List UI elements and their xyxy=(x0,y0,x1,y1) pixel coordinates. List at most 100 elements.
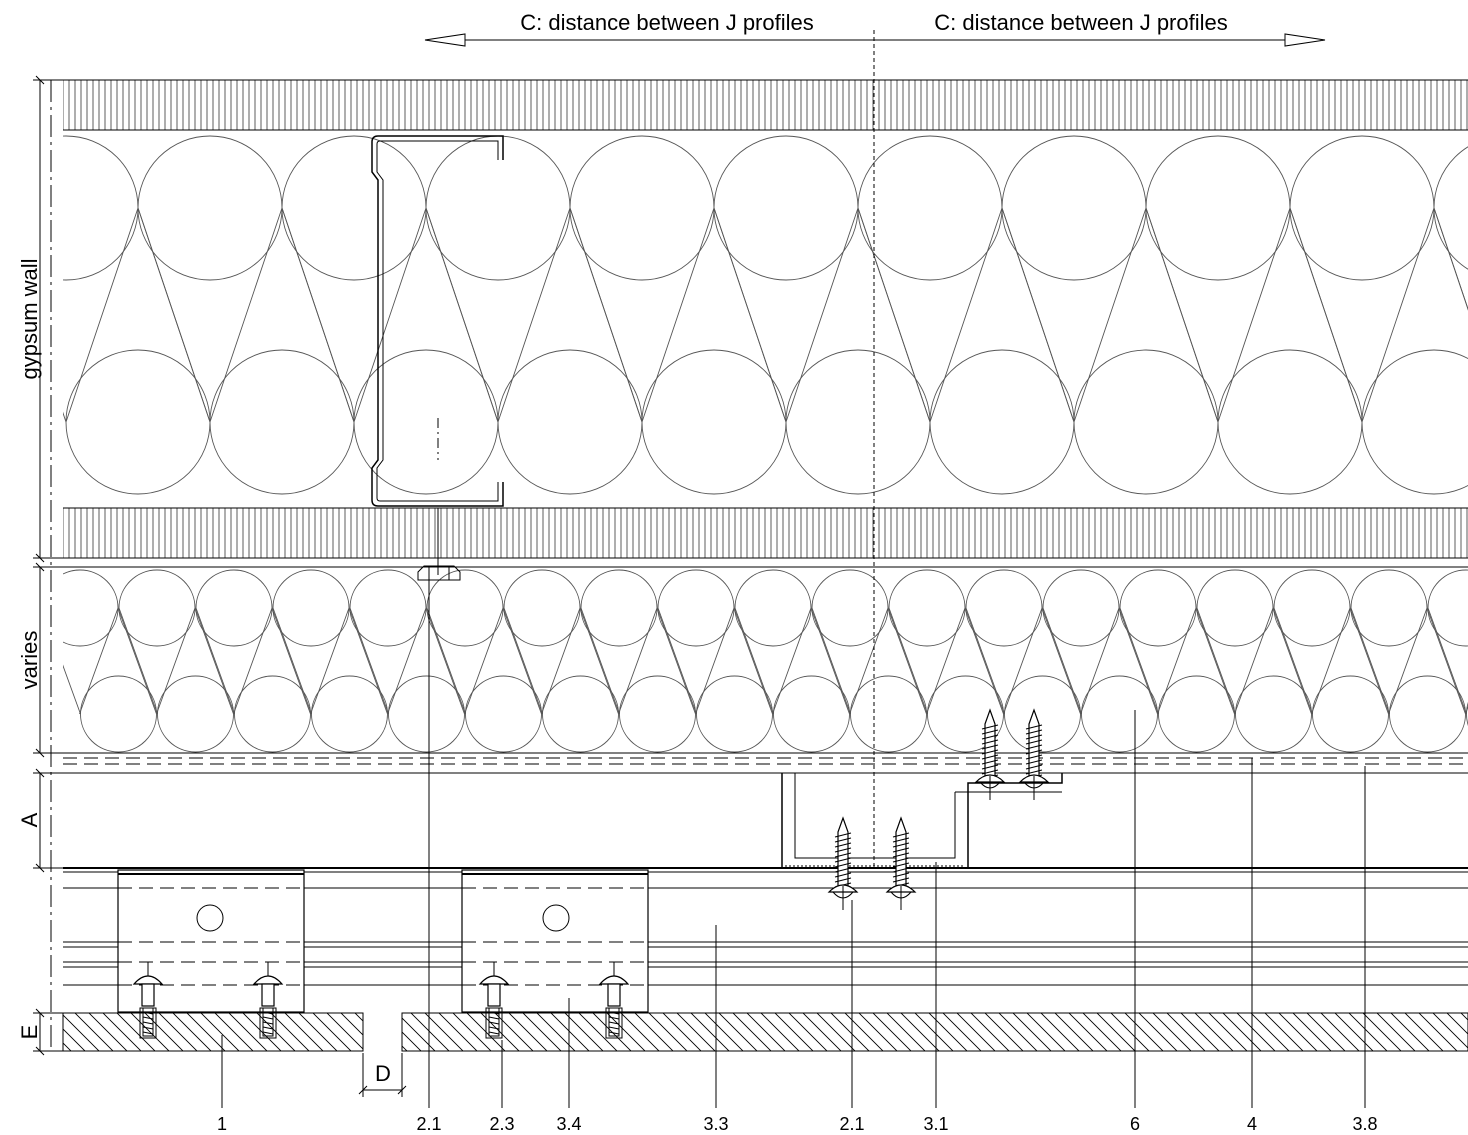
dimension-varies: varies xyxy=(17,631,42,690)
varies-insulation-loop-top xyxy=(734,569,812,647)
dimension-d: D xyxy=(375,1061,391,1086)
varies-insulation-loop-bottom xyxy=(157,675,234,753)
varies-insulation-loop-bottom xyxy=(311,675,388,753)
dimension-gypsum-wall: gypsum wall xyxy=(17,258,42,379)
wall-insulation-loop-bottom xyxy=(353,349,499,495)
varies-insulation-loop-link xyxy=(811,607,927,715)
varies-insulation-loop-top xyxy=(965,569,1043,647)
wall-insulation-loop-top xyxy=(1001,135,1147,281)
callout-4: 4 xyxy=(1247,1114,1257,1134)
varies-insulation-loop-top xyxy=(118,569,196,647)
wall-insulation-loop-bottom xyxy=(785,349,931,495)
fasteners xyxy=(132,708,1050,1039)
varies-insulation-loop-top xyxy=(503,569,581,647)
dimension-a: A xyxy=(17,812,42,827)
varies-insulation-loop-top xyxy=(657,569,735,647)
varies-insulation-loop-link xyxy=(657,607,773,715)
varies-insulation-loop-link xyxy=(1042,607,1158,715)
varies-insulation-loop-top xyxy=(195,569,273,647)
wall-insulation-loop-link xyxy=(1001,207,1219,423)
varies-layer xyxy=(63,566,1468,774)
wall-insulation-loop-link xyxy=(713,207,931,423)
varies-insulation-loop-bottom xyxy=(696,675,773,753)
wall-insulation-loop-top xyxy=(281,135,427,281)
panel-screw xyxy=(598,962,630,1039)
varies-insulation-loop-link xyxy=(349,607,465,715)
varies-insulation-loop-link xyxy=(195,607,311,715)
varies-insulation-loop-link xyxy=(1427,607,1468,715)
u-profile-bracket xyxy=(781,773,1063,869)
wall-insulation-loop-link xyxy=(1433,207,1468,311)
varies-insulation-loop-bottom xyxy=(234,675,311,753)
dimension-c-right: C: distance between J profiles xyxy=(934,10,1228,35)
callout-3-4: 3.4 xyxy=(556,1114,581,1134)
varies-insulation-loop-link xyxy=(426,607,542,715)
panel-screw xyxy=(132,962,164,1039)
wall-insulation-loop-bottom xyxy=(1217,349,1363,495)
varies-insulation-loop-top xyxy=(811,569,889,647)
callout-3-1: 3.1 xyxy=(923,1114,948,1134)
varies-insulation-loop-link xyxy=(734,607,850,715)
varies-insulation-loop-top xyxy=(1196,569,1274,647)
wall-insulation-loop-link xyxy=(569,207,787,423)
facade-panel-left xyxy=(62,1012,364,1052)
varies-insulation-loop-link xyxy=(272,607,388,715)
wall-insulation-loop-bottom xyxy=(209,349,355,495)
varies-insulation-loop-link xyxy=(1119,607,1235,715)
leader-lines xyxy=(221,418,1366,1108)
varies-insulation-loop-top xyxy=(1427,569,1468,647)
wall-insulation-loop-top xyxy=(63,135,139,281)
wall-insulation-loop-top xyxy=(1289,135,1435,281)
wall-insulation-loop-link xyxy=(425,207,643,423)
left-dimension-lines xyxy=(33,75,63,1056)
wall-insulation-loop-bottom xyxy=(497,349,643,495)
dimension-c-left: C: distance between J profiles xyxy=(520,10,814,35)
varies-insulation-loop-bottom xyxy=(80,675,157,753)
callout-labels: 1 2.1 2.3 3.4 3.3 2.1 3.1 6 4 3.8 xyxy=(217,1114,1378,1134)
varies-insulation-loop-link xyxy=(965,607,1081,715)
callout-2-1-right: 2.1 xyxy=(839,1114,864,1134)
wall-insulation-loop-top xyxy=(137,135,283,281)
wall-insulation-loop-link xyxy=(857,207,1075,423)
varies-insulation-loop-top xyxy=(888,569,966,647)
wall-insulation-loop-top xyxy=(713,135,859,281)
wall-insulation-loop-bottom xyxy=(65,349,211,495)
self-drilling-screw xyxy=(974,708,1006,800)
varies-insulation-loop-link xyxy=(503,607,619,715)
anchor-bolt xyxy=(417,565,461,581)
wall-insulation-loop-bottom xyxy=(1361,349,1468,495)
wall-insulation-loop-top xyxy=(1145,135,1291,281)
varies-insulation-loop-bottom xyxy=(1081,675,1158,753)
gap-dimension xyxy=(358,1053,407,1097)
varies-insulation-loop-top xyxy=(349,569,427,647)
varies-insulation-loop-bottom xyxy=(1312,675,1389,753)
varies-insulation-loop-top xyxy=(272,569,350,647)
varies-insulation-loop-link xyxy=(63,607,157,715)
varies-insulation-loop-bottom xyxy=(773,675,850,753)
varies-insulation-loop-bottom xyxy=(619,675,696,753)
varies-insulation-loop-top xyxy=(1273,569,1351,647)
self-drilling-screw xyxy=(885,816,917,910)
callout-1: 1 xyxy=(217,1114,227,1134)
varies-insulation-loop-top xyxy=(1350,569,1428,647)
wall-insulation-loop-link xyxy=(281,207,499,423)
wall-insulation-loop-bottom xyxy=(929,349,1075,495)
self-drilling-screw xyxy=(1018,708,1050,800)
wall-insulation xyxy=(63,135,1468,495)
varies-insulation-loop-top xyxy=(580,569,658,647)
wall-insulation-loop-bottom xyxy=(641,349,787,495)
varies-insulation-loop-bottom xyxy=(465,675,542,753)
varies-insulation-loop-bottom xyxy=(388,675,465,753)
varies-insulation-loop-link xyxy=(118,607,234,715)
dimension-e: E xyxy=(17,1025,42,1040)
facade-panel-right xyxy=(401,1012,1468,1052)
varies-insulation-loop-bottom xyxy=(850,675,927,753)
wall-insulation-loop-top xyxy=(857,135,1003,281)
gypsum-board-top xyxy=(63,79,1468,131)
callout-6: 6 xyxy=(1130,1114,1140,1134)
callout-3-8: 3.8 xyxy=(1352,1114,1377,1134)
varies-insulation-loop-bottom xyxy=(1004,675,1081,753)
varies-insulation-loop-link xyxy=(1273,607,1389,715)
wall-insulation-loop-bottom xyxy=(1073,349,1219,495)
